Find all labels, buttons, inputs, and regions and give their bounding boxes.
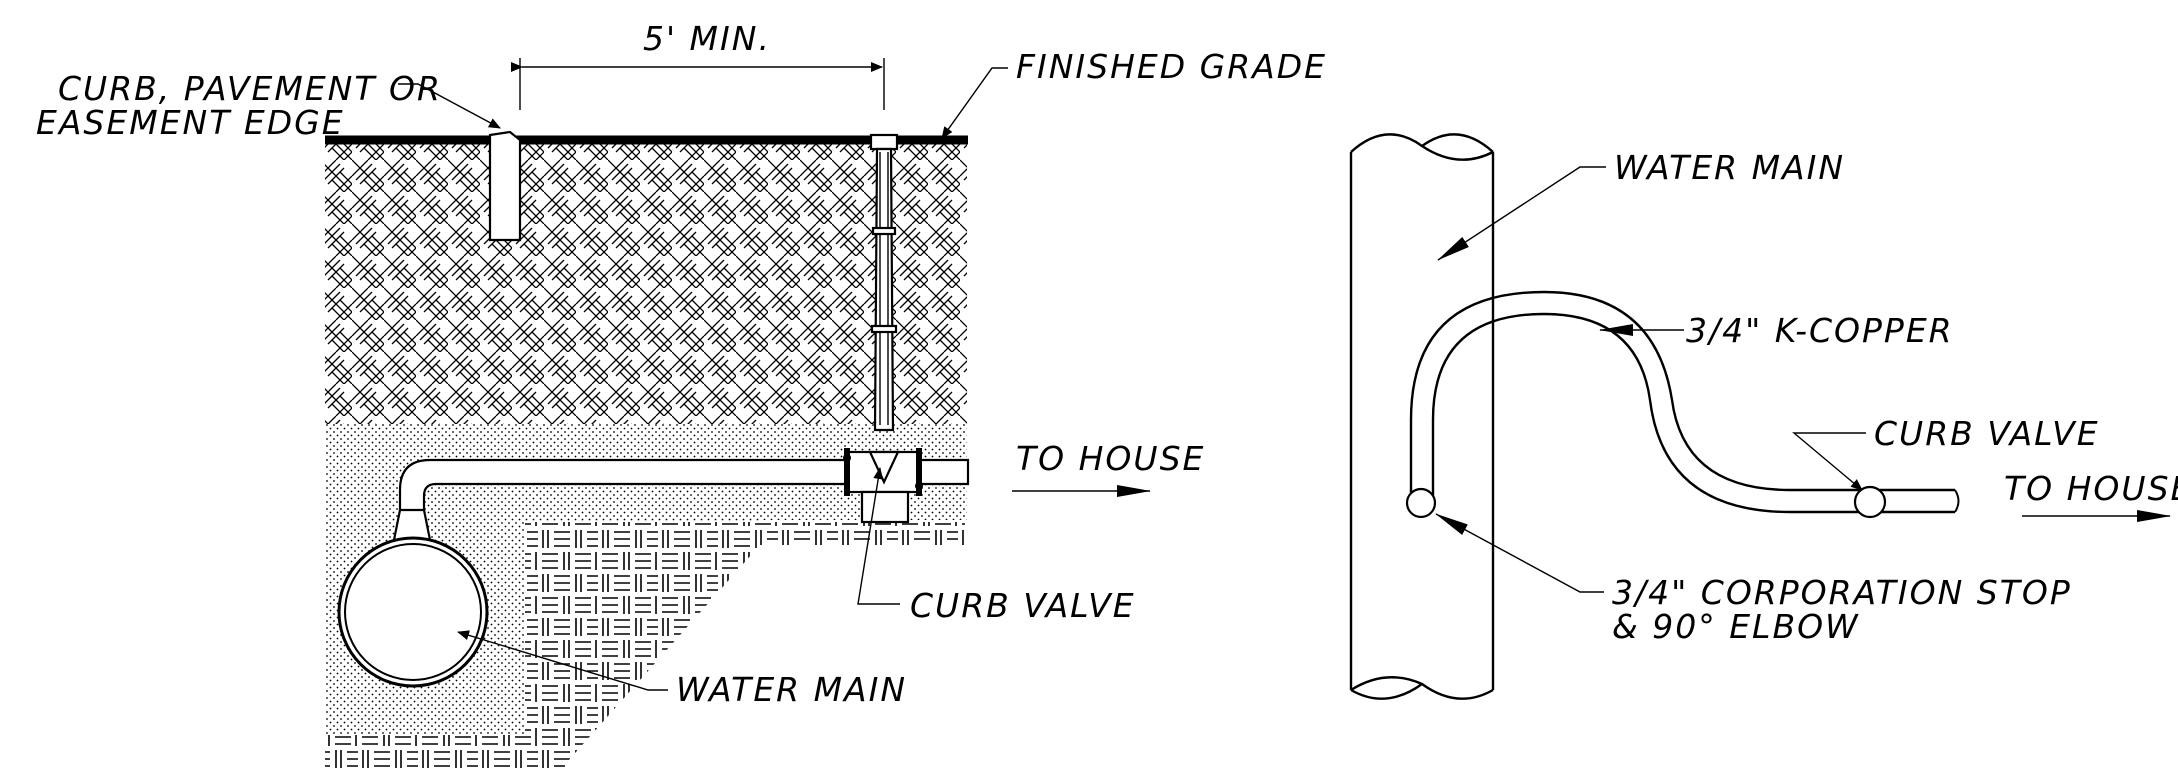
water-main-plan: [1349, 133, 1495, 700]
soil-hatch-lower: [325, 735, 565, 770]
curb-valve-plan: [1853, 485, 1887, 519]
plan-to-house-label: TO HOUSE: [2004, 469, 2178, 508]
curb-valve-leader: [857, 467, 900, 605]
dimension-5ft: [511, 58, 885, 110]
copper-label: 3/4" K-COPPER: [1686, 311, 1954, 350]
curb: [488, 130, 522, 242]
section-view: 5' MIN. FINISHED GRADE CURB, PAVEMENT OR…: [36, 19, 1327, 770]
water-main-label: WATER MAIN: [676, 670, 907, 709]
dimension-label: 5' MIN.: [643, 19, 771, 58]
finished-grade-leader: [941, 67, 1008, 139]
water-main-section: [337, 536, 489, 688]
curb-label-line1: CURB, PAVEMENT OR: [58, 69, 442, 108]
curb-leader: [398, 83, 501, 129]
corp-stop-label-line1: 3/4" CORPORATION STOP: [1612, 573, 2072, 612]
plan-water-main-label: WATER MAIN: [1614, 148, 1845, 187]
corporation-stop-plan: [1405, 487, 1437, 519]
plan-curb-valve-label: CURB VALVE: [1874, 414, 2100, 453]
plan-curb-valve-leader: [1792, 432, 1866, 491]
to-house-label: TO HOUSE: [1016, 439, 1205, 478]
service-line: [398, 458, 970, 514]
bedding-stipple: [325, 424, 967, 770]
undisturbed-soil-hatch: [525, 522, 965, 770]
curb-stop-box: [869, 133, 899, 432]
finished-grade-label: FINISHED GRADE: [1016, 47, 1327, 86]
corp-stop-leader: [1435, 513, 1604, 593]
backfill-hatch: [325, 142, 967, 424]
copper-service-line: [1409, 290, 1960, 514]
plan-water-main-leader: [1437, 166, 1606, 261]
curb-label-line2: EASEMENT EDGE: [36, 103, 345, 142]
corporation-stop: [392, 508, 432, 542]
curb-valve-label: CURB VALVE: [910, 586, 1136, 625]
plan-view: WATER MAIN 3/4" K-COPPER CURB VALVE TO H…: [1349, 133, 2178, 700]
corp-stop-label-line2: & 90° ELBOW: [1612, 607, 1860, 646]
water-main-leader: [457, 630, 668, 691]
